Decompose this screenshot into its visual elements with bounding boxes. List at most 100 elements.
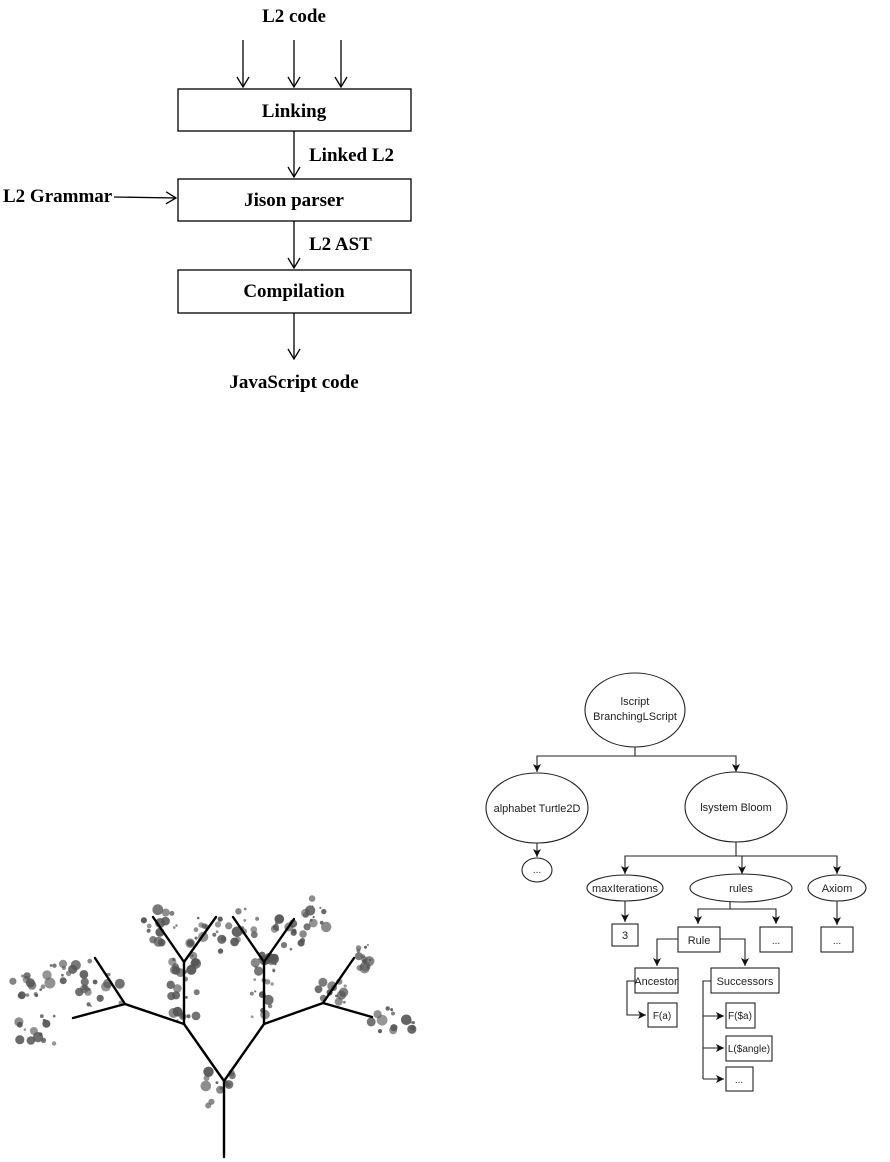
leaf-dot [147, 924, 152, 929]
leaf-dot [367, 966, 370, 969]
leaf-dot [152, 904, 163, 915]
leaf-dot [197, 917, 200, 920]
leaf-dot [208, 1099, 214, 1105]
stage-label-compilation: Compilation [243, 281, 345, 302]
leaf-dot [18, 991, 26, 999]
leaf-dot [194, 989, 200, 995]
leaf-dot [377, 1015, 388, 1026]
ast-tree-diagram: lscript BranchingLScript alphabet Turtle… [486, 673, 866, 1091]
branch [224, 1024, 264, 1081]
leaf-dot [201, 1081, 212, 1092]
node-rule-label: Rule [688, 935, 711, 947]
edge-lsystem-rules [736, 856, 742, 874]
edge-successors-spine [703, 981, 711, 1079]
branch-group [73, 917, 372, 1157]
leaf-dot [218, 948, 223, 953]
leaf-dot [357, 949, 361, 953]
leaf-dot [276, 928, 279, 931]
leaf-dot [310, 919, 313, 922]
leaf-dot [243, 919, 246, 922]
leaf-dot [192, 1012, 201, 1021]
leaf-dot [318, 978, 327, 987]
leaf-dot [391, 1012, 395, 1016]
leaf-dot [185, 996, 188, 999]
leaf-dot [270, 982, 273, 985]
node-successor-3-label: ... [735, 1075, 743, 1086]
leaf-dot [61, 974, 64, 977]
edge-rules-rule [698, 902, 730, 924]
leaf-dot [162, 909, 170, 917]
edge-rule-successors [720, 939, 745, 966]
leaf-dot [40, 1014, 44, 1018]
leaf-dot [321, 922, 331, 932]
node-root-line1: lscript [621, 696, 650, 708]
leaf-dot [251, 1015, 254, 1018]
leaf-dot [191, 955, 193, 957]
leaf-dot [407, 1025, 416, 1034]
edge-rules-more [730, 909, 776, 924]
leaf-dot [255, 917, 259, 921]
leaf-dot [187, 1014, 191, 1018]
leaf-dot [43, 1019, 46, 1022]
leaf-dot [26, 993, 30, 997]
leaf-dot [204, 1075, 210, 1081]
node-rules-label: rules [729, 883, 753, 895]
leaf-dot [52, 1041, 56, 1045]
node-axiom-value-label: ... [833, 936, 841, 947]
output-label: JavaScript code [229, 372, 358, 393]
leaf-dot [216, 1081, 219, 1084]
edge-lsystem-axiom [736, 856, 837, 874]
leaf-dot [309, 895, 316, 902]
leaf-dot [41, 984, 46, 989]
leaf-dot [321, 909, 326, 914]
node-ancestor-label: Ancestor [634, 976, 678, 988]
leaf-dot [90, 1005, 92, 1007]
lsystem-tree-render [9, 895, 416, 1157]
leaf-dot [390, 1008, 393, 1011]
leaf-dot [291, 930, 297, 936]
leaf-dot [173, 926, 176, 929]
leaf-dot [251, 958, 260, 967]
node-lsystem-label: lsystem Bloom [700, 802, 772, 814]
leaf-dot [275, 922, 278, 925]
leaf-dot [167, 981, 175, 989]
leaf-dot [203, 1067, 213, 1077]
leaf-dot [364, 946, 367, 949]
leaf-dot [81, 978, 89, 986]
branch [323, 1003, 372, 1017]
node-alphabet-label: alphabet Turtle2D [494, 803, 581, 815]
leaf-dot [304, 923, 311, 930]
leaf-dot [191, 962, 196, 967]
leaf-dot [194, 927, 199, 932]
edge-label-l2-ast: L2 AST [309, 234, 372, 255]
leaf-dot [389, 1026, 397, 1034]
leaf-dot [254, 990, 256, 992]
leaf-dot [26, 978, 35, 987]
edge-root-alphabet [537, 747, 635, 772]
leaf-dot [319, 907, 321, 909]
leaf-dot [93, 980, 98, 985]
leaf-dot [225, 922, 232, 929]
leaf-dot [71, 960, 81, 970]
leaf-dot [315, 985, 323, 993]
leaf-dot [343, 1001, 346, 1004]
leaf-dot [158, 939, 166, 947]
leaf-dot [169, 1008, 179, 1018]
leaf-dot [198, 922, 204, 928]
branch [264, 1003, 323, 1024]
edge-rule-ancestor [657, 939, 678, 966]
leaf-dot [250, 992, 254, 996]
leaf-dot [87, 959, 92, 964]
leaf-dot [344, 984, 347, 987]
grammar-label: L2 Grammar [3, 186, 113, 207]
grammar-arrow [114, 197, 176, 198]
stage-label-linking: Linking [262, 101, 327, 122]
leaf-dot [52, 964, 56, 968]
leaf-dot [215, 921, 221, 927]
leaf-dot [290, 948, 293, 951]
leaf-dot [250, 926, 257, 933]
leaf-cluster [9, 895, 416, 1108]
branch [264, 919, 294, 962]
leaf-dot [339, 988, 348, 997]
leaf-dot [39, 988, 42, 991]
